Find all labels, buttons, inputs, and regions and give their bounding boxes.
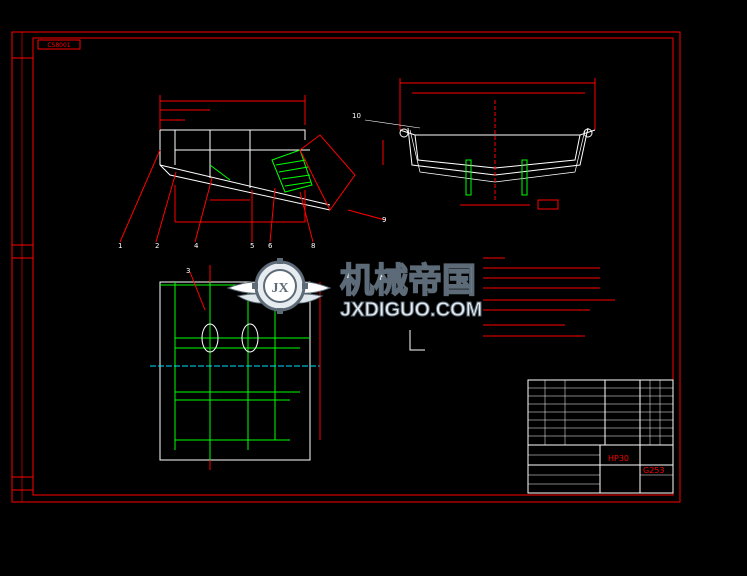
callout-2: 2 (155, 242, 159, 250)
title-stamp-text: CS8001 (47, 42, 70, 49)
watermark-latin-text: JXDIGUO.COM (340, 299, 482, 321)
side-view (119, 95, 386, 243)
callout-8: 8 (311, 242, 315, 250)
logo-letters: JX (271, 281, 288, 296)
callout-5: 5 (250, 242, 254, 250)
watermark-chinese-text: 机械帝国 (340, 261, 476, 301)
callout-3: 3 (186, 267, 190, 275)
callout-1: 1 (118, 242, 122, 250)
callout-9: 9 (382, 216, 386, 224)
callout-4: 4 (194, 242, 199, 250)
callout-10: 10 (352, 112, 361, 120)
gear-wings-logo: JX (226, 258, 332, 314)
watermark: JX 机械帝国 JXDIGUO.COM (226, 258, 483, 322)
front-view (364, 78, 596, 210)
callout-6: 6 (268, 242, 273, 250)
part-number: HP30 (608, 454, 629, 463)
technical-notes (409, 257, 615, 351)
title-stamp: CS8001 (37, 39, 81, 50)
title-block: HP30 G253 (527, 379, 674, 494)
callout-labels: 1 2 3 4 5 6 8 9 10 (118, 112, 386, 275)
drawing-frame (11, 31, 681, 503)
drawing-number: G253 (643, 466, 664, 475)
